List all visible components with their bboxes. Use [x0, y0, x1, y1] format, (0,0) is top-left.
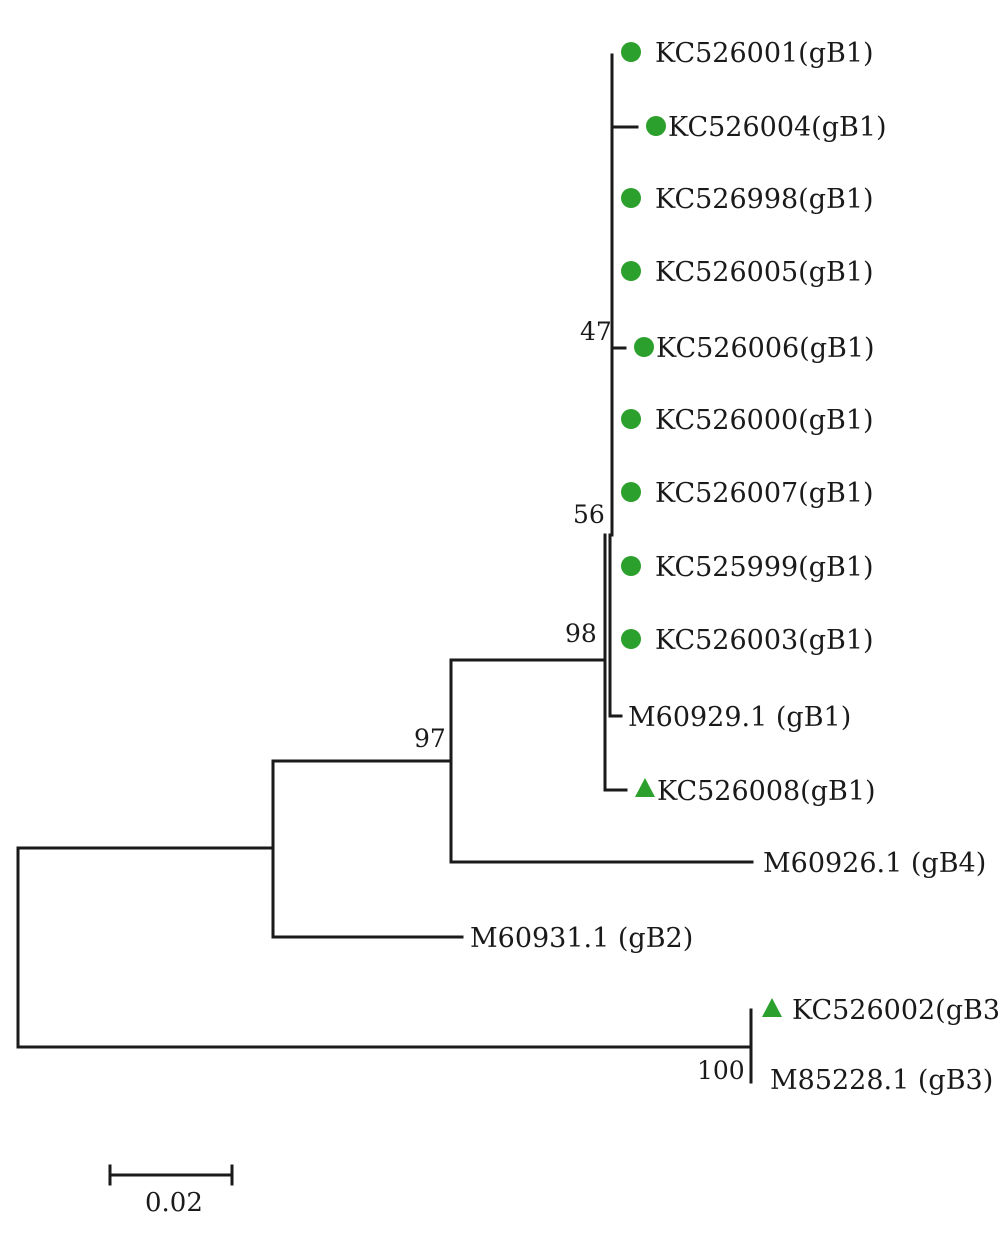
green-circle-icon [621, 261, 641, 281]
support-values: 47 56 98 97 100 [414, 317, 745, 1085]
bootstrap-value: 56 [573, 500, 605, 529]
scale-bar-line [108, 1164, 234, 1186]
leaf-label: KC526002(gB3) [792, 995, 1000, 1026]
green-circle-icon [634, 337, 654, 357]
green-circle-icon [621, 556, 641, 576]
bootstrap-value: 100 [697, 1056, 745, 1085]
green-circle-icon [646, 116, 666, 136]
leaf-label: M60929.1 (gB1) [628, 702, 851, 733]
leaf-label: KC526005(gB1) [655, 257, 874, 288]
leaf-markers [621, 42, 782, 1017]
leaf-label: KC526003(gB1) [655, 625, 874, 656]
scale-bar: 0.02 [108, 1164, 234, 1218]
green-triangle-icon [762, 998, 782, 1017]
bootstrap-value: 98 [565, 619, 597, 648]
leaf-label: KC526000(gB1) [655, 405, 874, 436]
bootstrap-value: 47 [580, 317, 612, 346]
leaf-label: KC526004(gB1) [668, 112, 887, 143]
green-circle-icon [621, 42, 641, 62]
leaf-label: KC526006(gB1) [656, 333, 875, 364]
green-circle-icon [621, 629, 641, 649]
bootstrap-value: 97 [414, 724, 446, 753]
leaf-label: KC526007(gB1) [655, 478, 874, 509]
leaf-label: KC526001(gB1) [655, 38, 874, 69]
leaf-label: M60926.1 (gB4) [763, 848, 986, 879]
green-circle-icon [621, 482, 641, 502]
green-circle-icon [621, 188, 641, 208]
tree-branches [16, 53, 754, 1084]
leaf-label: KC526008(gB1) [657, 776, 876, 807]
scale-bar-label: 0.02 [145, 1188, 203, 1218]
leaf-label: KC525999(gB1) [655, 552, 874, 583]
leaf-label: KC526998(gB1) [655, 184, 874, 215]
leaf-labels: KC526001(gB1) KC526004(gB1) KC526998(gB1… [470, 38, 1000, 1096]
green-triangle-icon [635, 778, 655, 797]
leaf-label: M60931.1 (gB2) [470, 923, 693, 954]
leaf-label: M85228.1 (gB3) [770, 1065, 993, 1096]
green-circle-icon [621, 409, 641, 429]
